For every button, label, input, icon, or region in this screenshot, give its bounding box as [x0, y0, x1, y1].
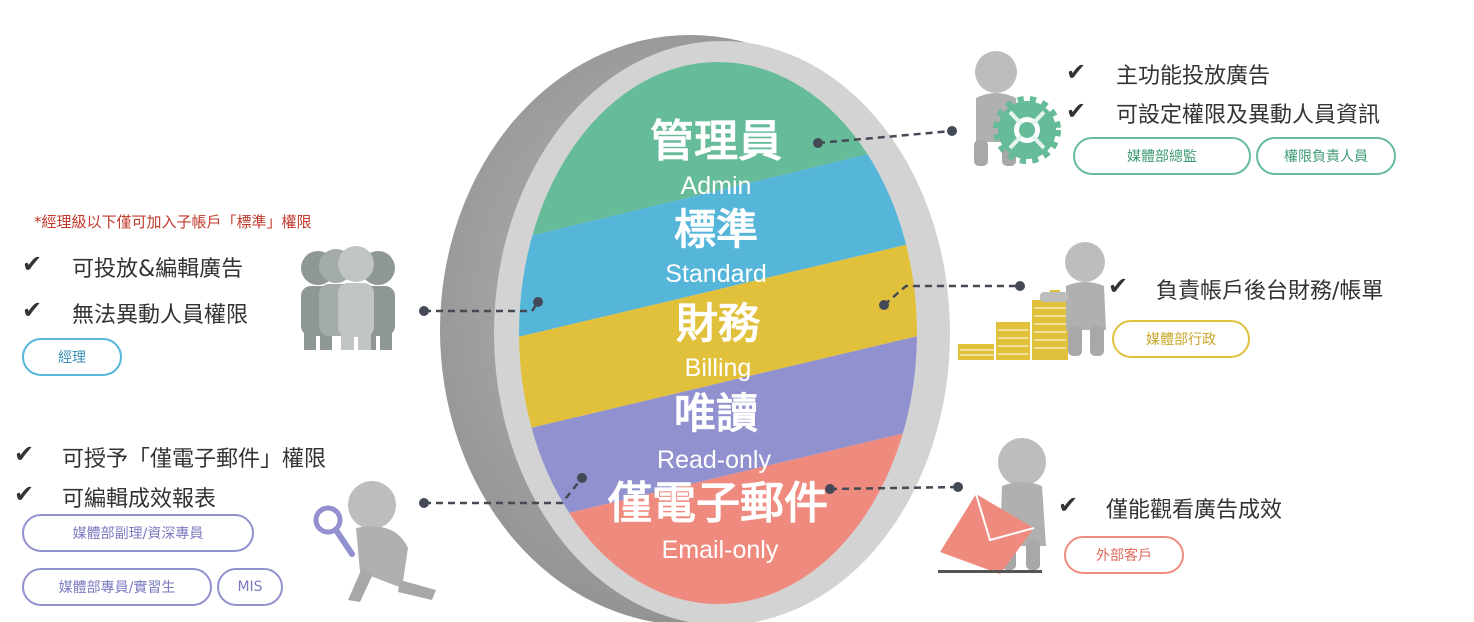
standard-bullet-2: 無法異動人員權限 [72, 303, 249, 328]
connector-dot [1015, 281, 1025, 291]
check-icon: ✔ [1066, 58, 1087, 86]
connector-dot [953, 482, 963, 492]
standard-note: *經理級以下僅可加入子帳戶「標準」權限 [34, 213, 312, 231]
check-icon: ✔ [1066, 97, 1087, 125]
tier-label-email: 僅電子郵件 [607, 478, 828, 529]
check-icon: ✔ [1108, 272, 1129, 300]
connector-email [829, 485, 959, 491]
connector-dots [419, 126, 1025, 508]
tier-sublabel-email: Email-only [662, 536, 779, 564]
tier-label-billing: 財務 [676, 299, 761, 348]
role-badge-deputy: 媒體部副理/資深專員 [22, 514, 254, 552]
email-bullet-1: 僅能觀看廣告成效 [1106, 498, 1283, 523]
connector-dot [825, 484, 835, 494]
connectors [424, 129, 1020, 505]
role-badge-manager: 經理 [22, 338, 122, 376]
magnifier-person-icon [313, 481, 436, 602]
tier-sublabel-readonly: Read-only [657, 446, 771, 474]
check-icon: ✔ [14, 480, 35, 508]
tier-sublabel-admin: Admin [681, 172, 752, 200]
tier-label-admin: 管理員 [650, 116, 782, 167]
coins-person-icon [958, 242, 1106, 360]
connector-billing [883, 284, 1020, 306]
gear-person-icon [974, 51, 1061, 166]
tier-sublabel-billing: Billing [685, 354, 752, 382]
readonly-bullet-1: 可授予「僅電子郵件」權限 [62, 447, 327, 472]
admin-bullet-1: 主功能投放廣告 [1116, 64, 1271, 89]
connector-admin [817, 129, 953, 145]
tier-label-standard: 標準 [674, 205, 758, 254]
check-icon: ✔ [1058, 491, 1079, 519]
tier-band-standard [519, 132, 917, 346]
role-badge-specialist: 媒體部專員/實習生 [22, 568, 212, 606]
connector-dot [533, 297, 543, 307]
connector-dot [879, 300, 889, 310]
tier-band-readonly [519, 326, 917, 534]
role-badge-external-client: 外部客戶 [1064, 536, 1184, 574]
connector-dot [419, 306, 429, 316]
role-badge-mis: MIS [217, 568, 283, 606]
role-badge-admin-permission: 權限負責人員 [1256, 137, 1396, 175]
connector-dot [813, 138, 823, 148]
connector-dot [419, 498, 429, 508]
billing-bullet-1: 負責帳戶後台財務/帳單 [1156, 279, 1384, 304]
admin-bullet-2: 可設定權限及異動人員資訊 [1116, 103, 1381, 128]
role-badge-admin-director: 媒體部總監 [1073, 137, 1251, 175]
connector-standard [424, 301, 540, 313]
tier-label-readonly: 唯讀 [674, 389, 758, 438]
group-people-icon [301, 246, 395, 350]
connector-dot [947, 126, 957, 136]
tier-sublabel-standard: Standard [665, 260, 766, 288]
envelope-person-icon [938, 438, 1046, 574]
standard-bullet-1: 可投放&編輯廣告 [72, 257, 244, 282]
connector-readonly [424, 477, 583, 505]
readonly-bullet-2: 可編輯成效報表 [62, 487, 217, 512]
check-icon: ✔ [22, 250, 43, 278]
check-icon: ✔ [14, 440, 35, 468]
role-badge-admin-staff: 媒體部行政 [1112, 320, 1250, 358]
connector-dot [577, 473, 587, 483]
tier-band-billing [519, 232, 917, 440]
check-icon: ✔ [22, 296, 43, 324]
